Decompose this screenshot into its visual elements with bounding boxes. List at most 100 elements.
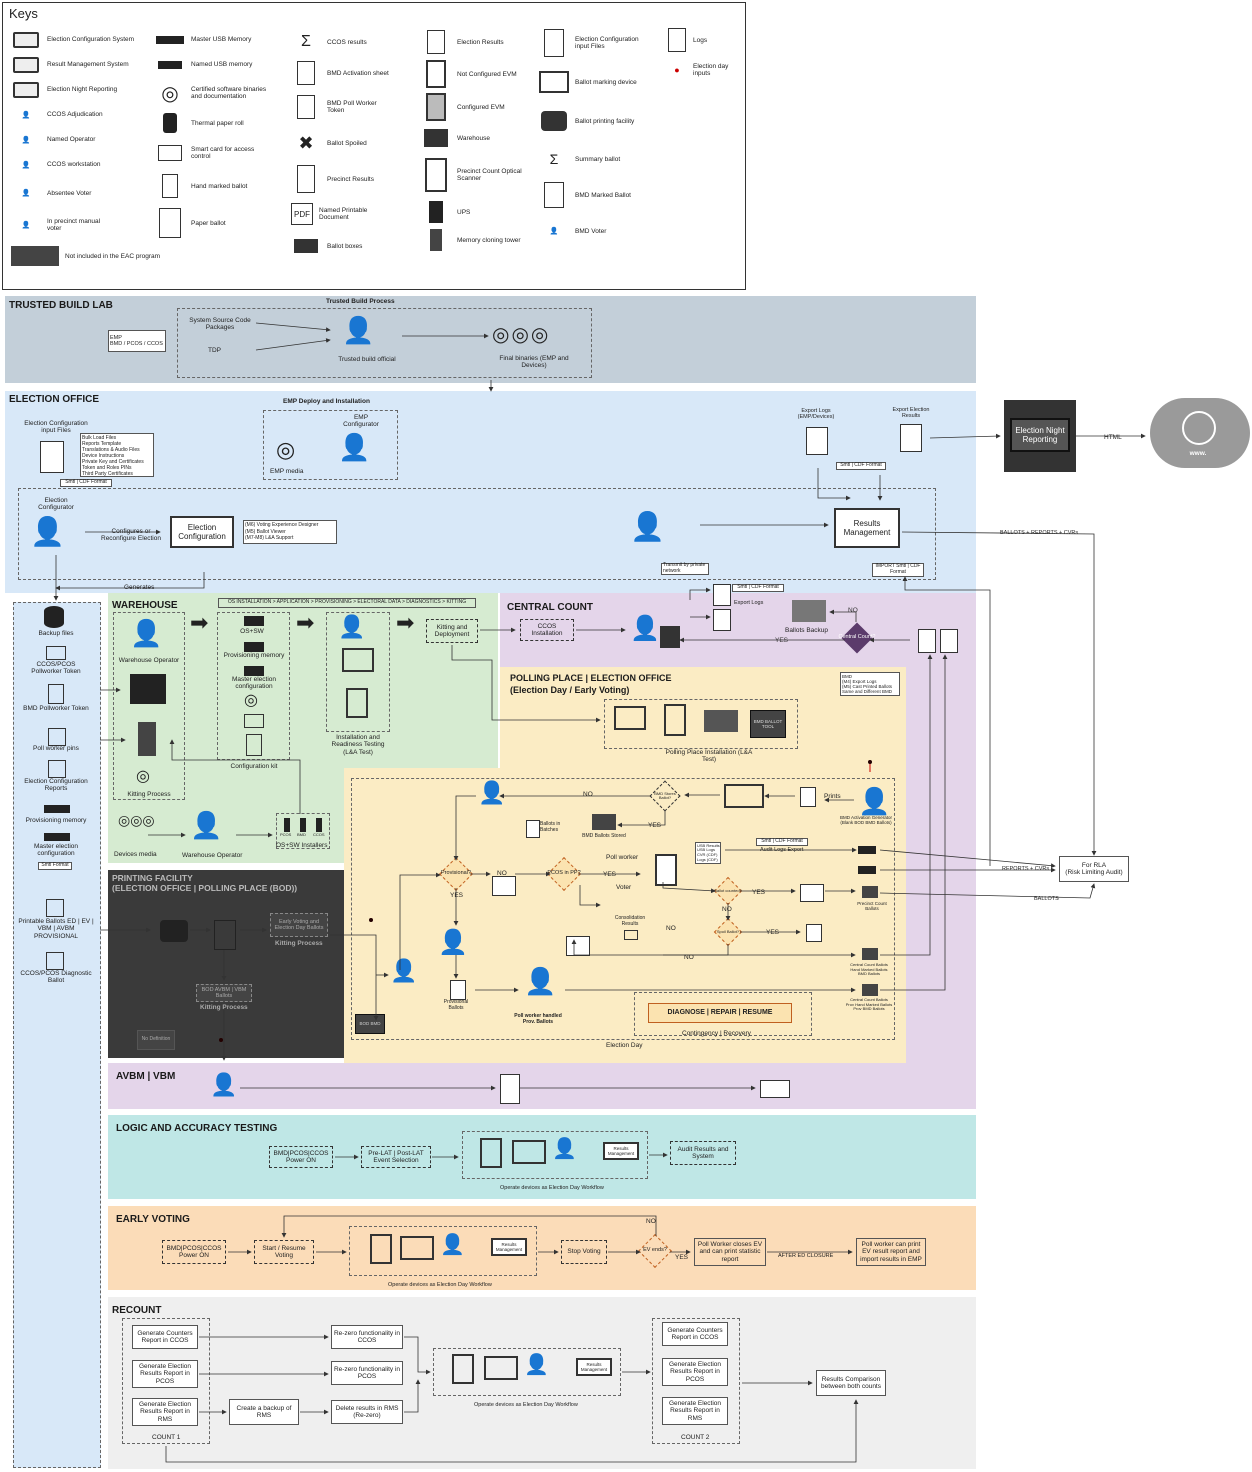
- m-item: (M6) Voting Experience Designer: [245, 522, 319, 528]
- installers-box: [276, 813, 330, 849]
- usb-list-box: USB Results USB Logs CVR (CDF) Logs (CDF…: [695, 842, 721, 864]
- pdf-icon: [48, 760, 66, 778]
- bod-ballots-box: BOD AVBM | VBM Ballots: [196, 984, 252, 1002]
- m-item: (M5) Ballot Viewer: [245, 528, 286, 535]
- central-yes-label: YES: [775, 637, 789, 644]
- ccos-adjudication-icon: 👤: [21, 111, 31, 119]
- count1-item: Generate Counters Report in CCOS: [132, 1325, 198, 1349]
- key-label: BMD Marked Ballot: [575, 191, 631, 199]
- ballot-icon: [500, 1074, 520, 1104]
- keys-title: Keys: [9, 6, 38, 21]
- compare-box: Results Comparison between both counts: [816, 1370, 886, 1396]
- rm-system-icon: [11, 56, 41, 74]
- install-label: Installation and Readiness Testing (L&A …: [331, 734, 385, 756]
- paper-ballot-icon: [155, 208, 185, 238]
- consolidation-label: Consolidation Results: [614, 915, 646, 927]
- ccos-workstation-icon: 👤: [21, 161, 31, 169]
- summary-ballot-icon: Σ: [549, 151, 559, 167]
- config-input-files-icon: [539, 29, 569, 57]
- warehouse-steps: OS INSTALLATION > APPLICATION > PROVISIO…: [218, 598, 476, 608]
- rezero-item: Delete results in RMS (Re-zero): [331, 1400, 403, 1424]
- devices-media-icon: ◎◎◎: [118, 812, 155, 828]
- left-item: Provisioning memory: [25, 817, 87, 824]
- ballot-box-icon: [862, 948, 878, 960]
- input-file-item: Private Key and Certificates: [82, 459, 144, 465]
- install-box: [326, 612, 390, 732]
- backup-icon: [44, 606, 64, 628]
- hand-marked-ballot-icon: [155, 174, 185, 198]
- polling-title: POLLING PLACE | ELECTION OFFICE: [510, 673, 672, 683]
- ccos-operator-icon: 👤: [630, 615, 660, 642]
- key-label: Not included in the EAC program: [65, 252, 161, 260]
- named-usb-icon: [155, 56, 185, 74]
- poll-worker-icon: 👤: [438, 929, 468, 956]
- recount-rm-box: Results Management: [576, 1358, 612, 1376]
- trusted-title: TRUSTED BUILD LAB: [9, 300, 113, 311]
- key-label: CCOS workstation: [47, 161, 101, 168]
- printing-facility-icon: [160, 920, 188, 942]
- html-label: HTML: [1104, 434, 1122, 441]
- pdf-icon: PDF: [291, 203, 313, 225]
- activation-sheet-icon: [800, 787, 816, 807]
- diagnose-box[interactable]: DIAGNOSE | REPAIR | RESUME: [648, 1003, 792, 1023]
- usb-icon: [300, 818, 306, 832]
- polling-install-label: Polling Place Installation (L&A Test): [665, 749, 753, 764]
- central-title: CENTRAL COUNT: [507, 602, 593, 613]
- key-label: Election day inputs: [693, 63, 729, 77]
- operator-icon: 👤: [338, 614, 366, 639]
- count2-item: Generate Election Results Report in RMS: [662, 1397, 728, 1425]
- early-title: EARLY VOTING: [116, 1214, 190, 1225]
- paper-roll-icon: ◎: [136, 768, 150, 785]
- poll-handled-label: Poll worker handled Prov. Ballots: [514, 1013, 562, 1025]
- input-files-icon: [40, 441, 64, 473]
- pdf-icon: [46, 899, 64, 917]
- cloning-tower-icon: [138, 722, 156, 756]
- logs-icon: [713, 609, 731, 631]
- key-label: Master USB Memory: [191, 36, 252, 43]
- ccos-install-box: CCOS Installation: [520, 619, 574, 641]
- precinct-results-icon: [291, 165, 321, 193]
- source-packages: System Source Code Packages: [189, 316, 251, 331]
- no-label: NO: [722, 906, 732, 913]
- lat-title: LOGIC AND ACCURACY TESTING: [116, 1123, 278, 1134]
- named-operator-icon: 👤: [21, 136, 31, 144]
- cloning-tower-icon: [421, 229, 451, 251]
- pdf-icon: [48, 728, 66, 746]
- bmd-icon: [484, 1356, 518, 1380]
- binaries-label: Final binaries (EMP and Devices): [499, 355, 569, 370]
- left-item: CCOS/PCOS Diagnostic Ballot: [20, 970, 92, 985]
- ballots-batches-label: Ballots in Batches: [540, 821, 561, 833]
- key-label: Paper ballot: [191, 219, 226, 227]
- results-management-box[interactable]: Results Management: [834, 508, 900, 548]
- polling-subtitle: (Election Day / Early Voting): [510, 685, 630, 695]
- generates-label: Generates: [124, 584, 155, 591]
- poll-worker-icon: 👤: [390, 958, 418, 983]
- audit-logs-label: Audit Logs Export: [760, 847, 804, 853]
- count2-item: Generate Election Results Report in PCOS: [662, 1358, 728, 1386]
- poll-worker-label: Poll worker: [606, 854, 639, 861]
- bmd-stores-question: BMD Stores Ballot?: [654, 790, 676, 800]
- config-kit-label: Configuration kit: [230, 763, 278, 770]
- early-voting-section: [108, 1206, 976, 1290]
- election-office: [5, 391, 976, 593]
- bmd-gen-label: BMD Activation Generator (Blank BOD BMD …: [839, 815, 893, 826]
- election-configuration-box[interactable]: Election Configuration: [170, 516, 234, 548]
- ev-no-label: NO: [646, 1218, 656, 1225]
- no-label: NO: [684, 954, 694, 961]
- early-step3: Stop Voting: [561, 1240, 607, 1264]
- trusted-official-icon: 👤: [342, 315, 375, 345]
- spoil-question: Spoil Ballot?: [716, 928, 740, 934]
- yes-label: YES: [603, 871, 617, 878]
- ups-icon: [421, 201, 451, 223]
- pcos-icon: [480, 1138, 502, 1168]
- configurator-icon: 👤: [30, 516, 65, 547]
- m-item: (M7-M8) L&A Support: [245, 535, 294, 541]
- central-smtl-tag: Smtl | CDF Format: [732, 584, 784, 592]
- left-item: BMD Pollworker Token: [23, 705, 89, 712]
- bmd-token-icon: [246, 734, 262, 756]
- central-export-logs: Export Logs: [734, 600, 764, 606]
- key-label: Logs: [693, 36, 708, 44]
- prov-ballots-label: Provisional Ballots: [443, 999, 469, 1011]
- contingency-label: Contingency | Recovery: [682, 1030, 751, 1037]
- rla-box: For RLA (Risk Limiting Audit): [1059, 856, 1129, 882]
